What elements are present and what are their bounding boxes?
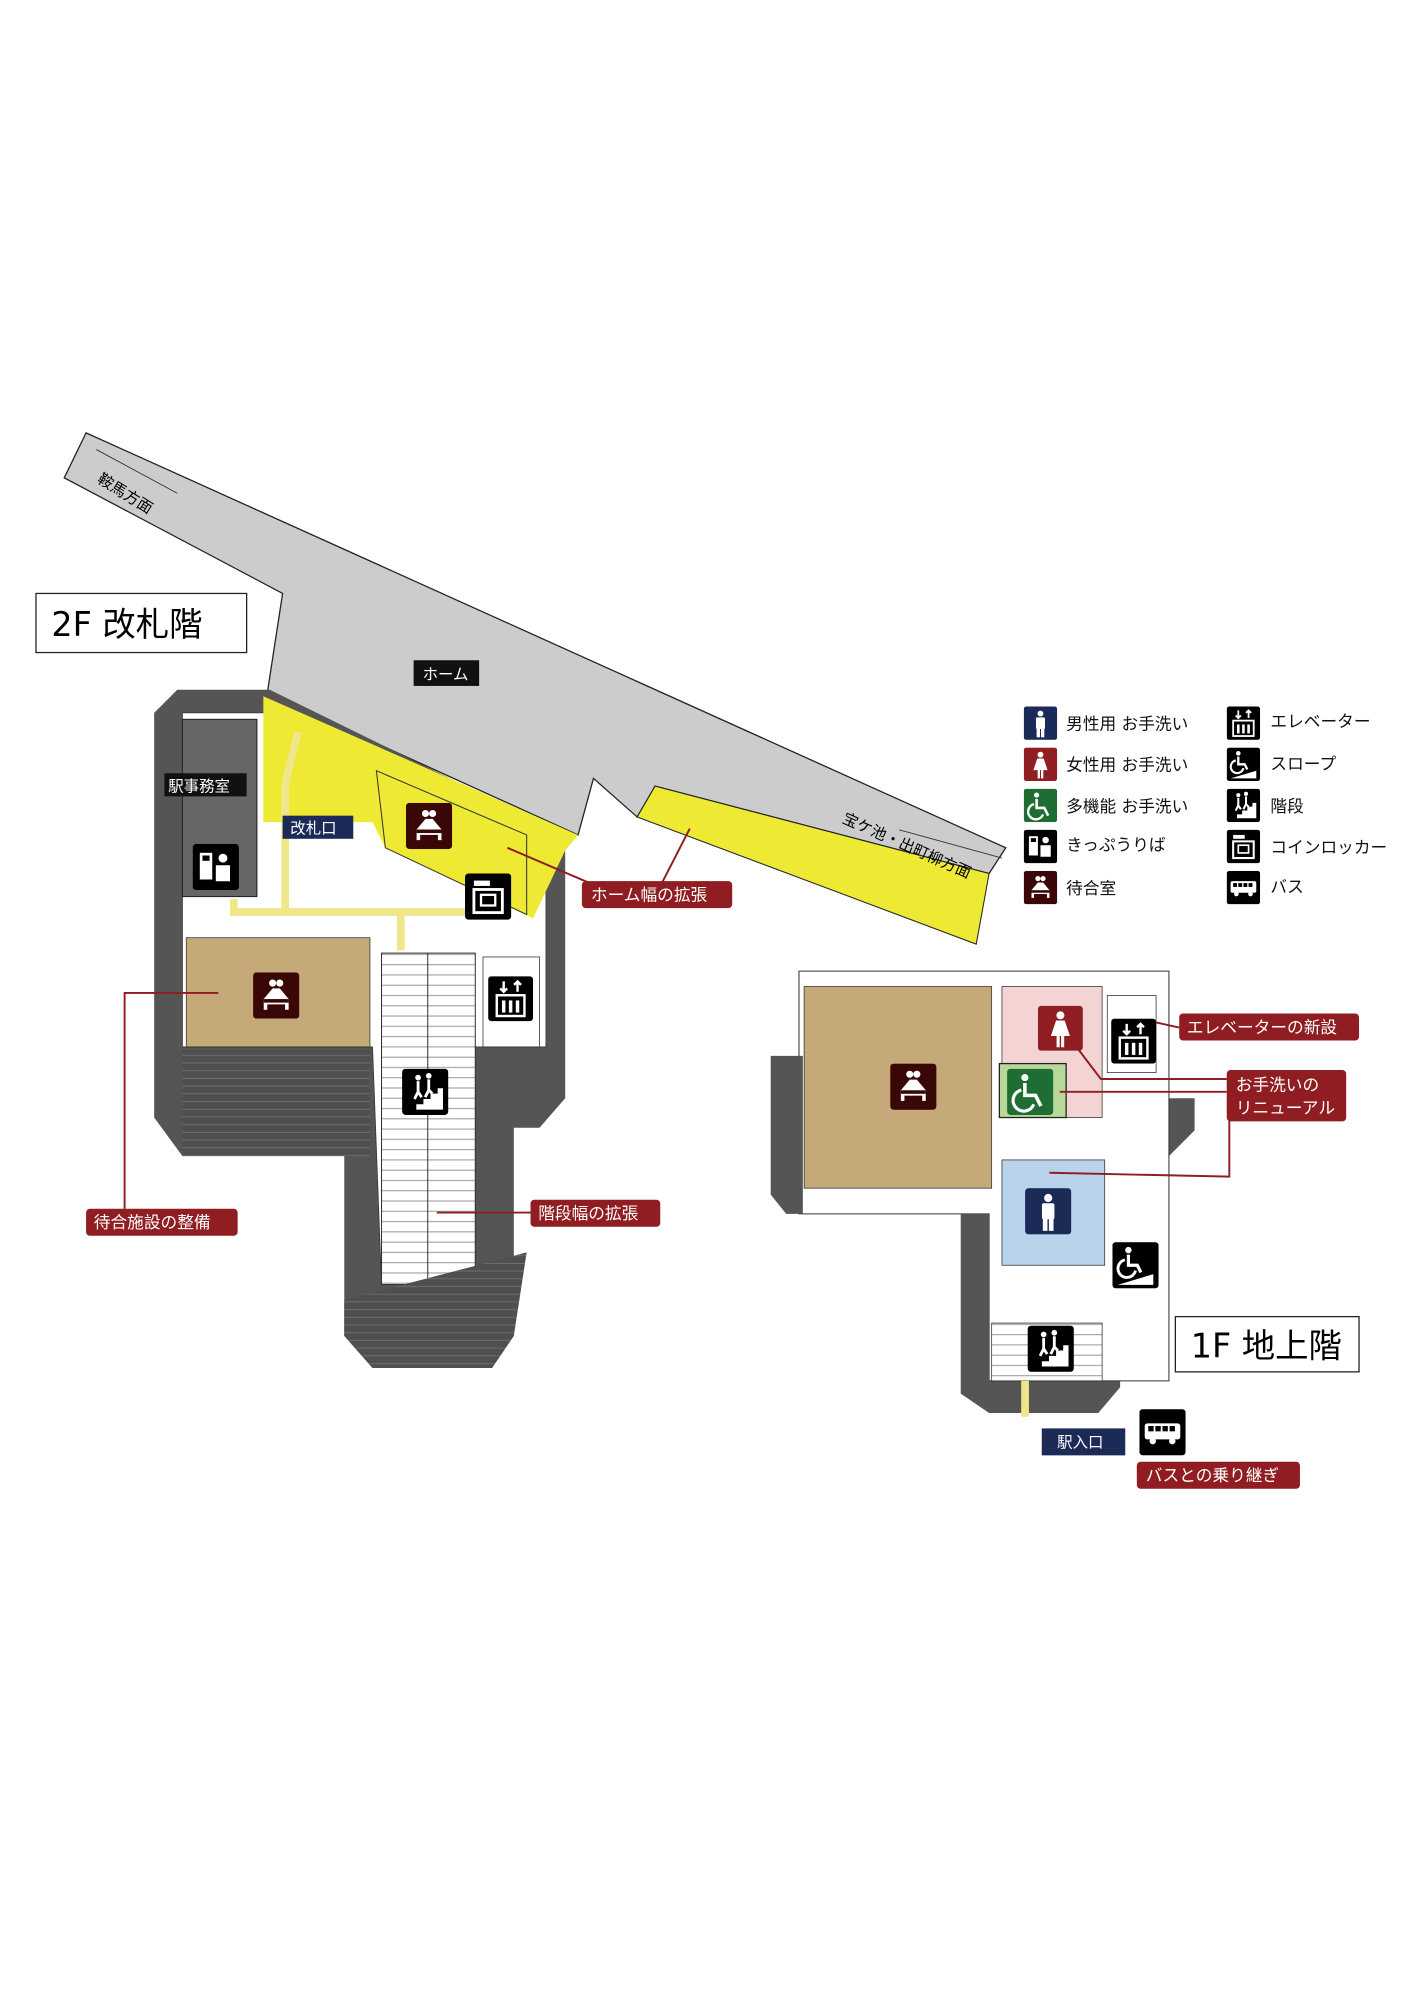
platform-extension-south: [636, 785, 990, 945]
office-label-bg: [164, 773, 247, 797]
legend-label: バス: [1270, 878, 1303, 897]
legend-label: きっぷうりば: [1066, 835, 1166, 854]
waiting-room-icon: [253, 972, 300, 1019]
floor-title-box-2f: [35, 592, 248, 654]
floor-2f: 鞍馬方面 宝ケ池・出町柳方面 駅事務室 改札口 2F 改札階 ホーム: [35, 432, 1007, 1369]
callout-platform-bg: [581, 881, 733, 909]
men-toilet-icon: [1023, 706, 1058, 740]
entrance-label-bg: [1041, 1428, 1126, 1456]
slope-icon: [1112, 1242, 1159, 1289]
coin-locker-icon: [1226, 829, 1261, 864]
gate-label: 改札口: [290, 820, 336, 838]
tactile-paving-path: [229, 731, 508, 951]
floor-title-1f: 1F 地上階: [1191, 1327, 1342, 1366]
legend-item: 多機能 お手洗い: [1023, 788, 1188, 823]
callout-stairs-bg: [530, 1199, 661, 1227]
roof-area: [182, 1049, 370, 1157]
gate-label-bg: [282, 815, 354, 839]
floor-title-2f: 2F 改札階: [51, 605, 202, 644]
floor-1f: 1F 地上階 駅入口 エレベーターの新設 お手洗いの リニューアル バスとの乗り…: [770, 970, 1360, 1489]
floor-title-box-1f: [1174, 1315, 1360, 1373]
legend-label: 男性用 お手洗い: [1066, 715, 1188, 734]
legend-item: バス: [1226, 870, 1304, 905]
accessible-toilet-icon: [1023, 788, 1058, 823]
platform-label-bg: [413, 660, 480, 686]
callout-stairs: 階段幅の拡張: [538, 1204, 638, 1223]
ticket-machine-icon: [1023, 829, 1058, 864]
stairs-icon: [1226, 788, 1261, 823]
callout-waiting: 待合施設の整備: [94, 1213, 211, 1232]
waiting-room-icon: [405, 802, 453, 850]
coin-locker-icon: [465, 873, 512, 920]
callout-lines-1f: [1049, 1021, 1231, 1178]
callout-toilet-bg: [1226, 1070, 1347, 1122]
callout-elevator: エレベーターの新設: [1187, 1018, 1337, 1037]
women-toilet-icon: [1037, 1005, 1083, 1051]
platform-label: ホーム: [423, 666, 469, 684]
bus-icon: [1226, 870, 1261, 905]
legend-item: スロープ: [1226, 747, 1336, 781]
stairs-icon: [1027, 1325, 1074, 1372]
legend-item: 女性用 お手洗い: [1023, 747, 1188, 781]
callout-bus-bg: [1136, 1461, 1300, 1489]
legend: 男性用 お手洗い 女性用 お手洗い 多機能 お手洗い きっぷうりば 待合室 エレ…: [1023, 706, 1387, 905]
legend-item: コインロッカー: [1226, 829, 1387, 864]
callout-bus: バスとの乗り継ぎ: [1146, 1466, 1279, 1485]
stairs-lower-roof: [344, 1252, 527, 1369]
legend-label: エレベーター: [1270, 712, 1370, 731]
legend-label: コインロッカー: [1270, 838, 1387, 857]
legend-item: 男性用 お手洗い: [1023, 706, 1188, 740]
elevator-icon: [488, 976, 534, 1022]
elevator-icon: [1226, 706, 1261, 740]
callout-waiting-bg: [86, 1208, 238, 1236]
bus-icon: [1139, 1409, 1186, 1456]
waiting-room-icon: [1023, 870, 1058, 905]
legend-item: エレベーター: [1226, 706, 1371, 740]
callout-platform: ホーム幅の拡張: [591, 885, 708, 904]
accessible-toilet-icon: [1007, 1068, 1054, 1115]
slope-icon: [1226, 747, 1261, 781]
men-toilet-icon: [1025, 1188, 1072, 1235]
callout-elevator-bg: [1179, 1013, 1360, 1041]
ticket-machine-icon: [192, 843, 239, 891]
platform: [63, 432, 1007, 875]
entrance-label: 駅入口: [1057, 1434, 1103, 1452]
women-toilet-icon: [1023, 747, 1058, 781]
callout-toilet-line1: お手洗いの: [1236, 1076, 1319, 1095]
legend-item: 待合室: [1023, 870, 1116, 905]
legend-label: 階段: [1270, 797, 1304, 816]
legend-label: 多機能 お手洗い: [1066, 797, 1188, 816]
legend-label: スロープ: [1270, 754, 1336, 773]
stairs-icon: [402, 1068, 449, 1115]
callout-toilet-line2: リニューアル: [1236, 1099, 1335, 1118]
callout-lines-2f: [123, 828, 691, 1214]
legend-label: 待合室: [1066, 879, 1116, 898]
stairs-2f: [381, 952, 476, 1286]
legend-item: きっぷうりば: [1023, 829, 1166, 864]
office-label: 駅事務室: [168, 777, 230, 795]
legend-label: 女性用 お手洗い: [1066, 756, 1188, 775]
elevator-icon: [1111, 1018, 1157, 1064]
legend-item: 階段: [1226, 788, 1304, 823]
waiting-room-icon: [890, 1063, 937, 1110]
